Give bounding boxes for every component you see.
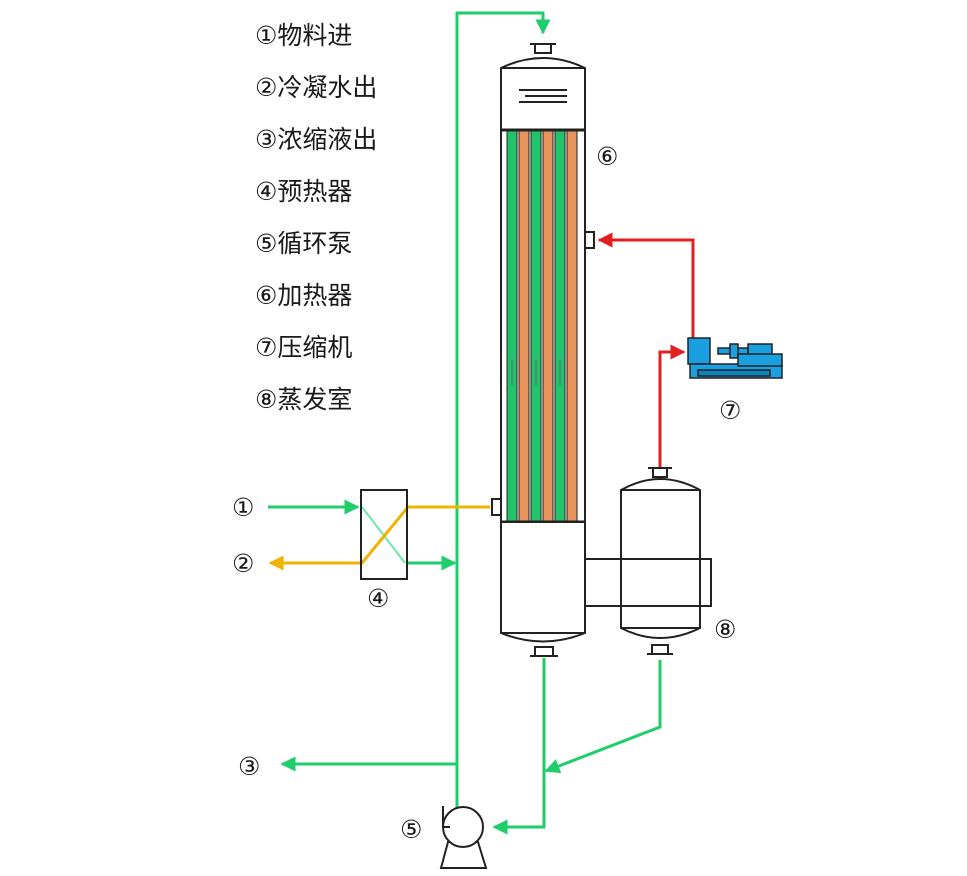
callout-pump: ⑤ [400, 815, 422, 844]
evaporator-bottom-line [544, 660, 662, 774]
callout-feed-in: ① [232, 493, 254, 522]
condensate-line [268, 505, 490, 571]
legend-item-feed-in: ①物料进 [255, 10, 377, 62]
legend-item-concentrate-out: ③浓缩液出 [255, 114, 377, 166]
legend-label: 加热器 [277, 281, 353, 310]
evaporator-vapor-line [658, 344, 686, 468]
legend-label: 循环泵 [277, 229, 353, 258]
evaporator-bottom-nozzle [651, 644, 669, 655]
heater-lower-body [500, 521, 586, 657]
legend-item-evaporator: ⑧蒸发室 [255, 374, 377, 426]
feed-riser-line [455, 11, 551, 815]
compressor-discharge-line [597, 232, 695, 338]
callout-compressor: ⑦ [719, 396, 741, 425]
compressor [687, 337, 783, 379]
legend-label: 浓缩液出 [277, 125, 378, 154]
circulation-pump [439, 806, 488, 869]
legend-num: ⑧ [255, 385, 278, 414]
legend-item-condensate-out: ②冷凝水出 [255, 62, 377, 114]
callout-preheater: ④ [367, 584, 389, 613]
legend: ①物料进 ②冷凝水出 ③浓缩液出 ④预热器 ⑤循环泵 ⑥加热器 ⑦压缩机 ⑧蒸发… [255, 10, 377, 426]
legend-label: 物料进 [277, 21, 353, 50]
legend-num: ⑥ [255, 281, 278, 310]
callout-heater: ⑥ [596, 142, 618, 171]
callout-condensate-out: ② [232, 549, 254, 578]
heater-bottom-nozzle [534, 646, 554, 657]
legend-num: ① [255, 21, 278, 50]
legend-num: ③ [255, 125, 278, 154]
heater-steam-inlet-nozzle [584, 231, 595, 249]
flow-down-arrows [511, 360, 561, 385]
legend-label: 冷凝水出 [277, 73, 378, 102]
preheater-box [360, 489, 408, 580]
process-lines [268, 11, 662, 835]
heater-bottom-return-line [492, 658, 546, 835]
heater-condensate-nozzle [491, 498, 502, 516]
callout-evaporator: ⑧ [714, 615, 736, 644]
legend-num: ⑤ [255, 229, 278, 258]
legend-num: ② [255, 73, 278, 102]
heater-top-nozzle [534, 43, 552, 54]
legend-num: ⑦ [255, 333, 278, 362]
callouts: ① ② ③ ④ ⑤ ⑥ ⑦ ⑧ [232, 142, 741, 844]
evaporator-top-nozzle [652, 467, 668, 478]
legend-label: 压缩机 [277, 333, 353, 362]
callout-concentrate-out: ③ [238, 752, 260, 781]
legend-item-pump: ⑤循环泵 [255, 218, 377, 270]
legend-item-compressor: ⑦压缩机 [255, 322, 377, 374]
legend-item-preheater: ④预热器 [255, 166, 377, 218]
legend-label: 预热器 [277, 177, 353, 206]
legend-label: 蒸发室 [277, 385, 353, 414]
vapor-lines [597, 232, 695, 468]
heater-top-head [500, 57, 586, 131]
legend-num: ④ [255, 177, 278, 206]
evaporator-vessel [620, 467, 701, 655]
legend-item-heater: ⑥加热器 [255, 270, 377, 322]
